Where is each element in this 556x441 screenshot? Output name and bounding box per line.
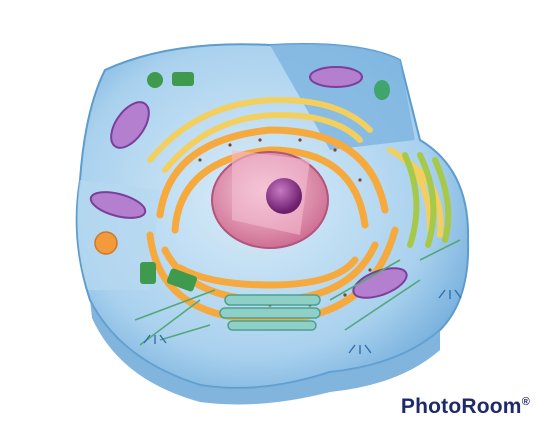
- centriole-icon: [140, 72, 198, 292]
- nucleus-icon: [211, 150, 329, 249]
- cut-plane-top-right: [270, 44, 415, 150]
- cytoskeleton: [134, 239, 461, 346]
- lysosome-icon: [94, 231, 118, 255]
- watermark-text: PhotoRoom: [400, 395, 522, 418]
- membrane-proteins: [143, 289, 462, 354]
- cell-side-band: [90, 300, 440, 405]
- registered-mark: ®: [521, 396, 530, 408]
- photoroom-watermark: PhotoRoom®: [401, 395, 530, 419]
- golgi-right: [402, 152, 452, 248]
- mitochondrion-icon: [89, 66, 408, 299]
- nucleolus: [266, 178, 302, 214]
- vesicle-icon: [374, 80, 390, 100]
- golgi-icon: [219, 294, 321, 331]
